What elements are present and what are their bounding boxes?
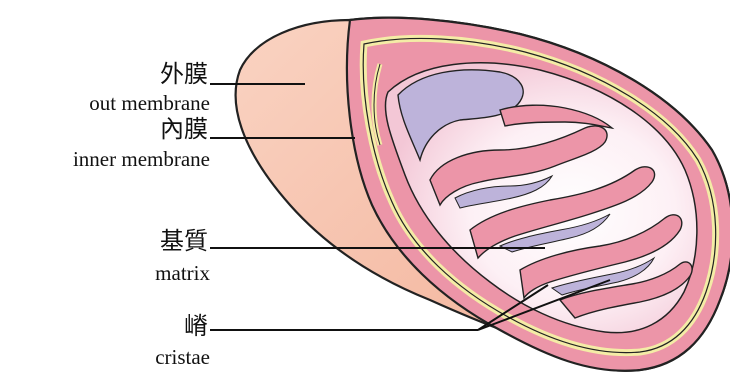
label-cristae-zh: 嵴 [184,312,208,340]
label-matrix-zh: 基質 [160,227,208,255]
label-matrix-en: matrix [155,261,210,285]
labels: 外膜 out membrane 內膜 inner membrane 基質 mat… [73,60,211,369]
label-outer-membrane-en: out membrane [89,91,210,115]
label-inner-membrane-zh: 內膜 [160,115,208,143]
label-inner-membrane-en: inner membrane [73,147,210,171]
cut-face [347,18,730,371]
label-cristae-en: cristae [155,345,210,369]
label-outer-membrane-zh: 外膜 [160,60,208,88]
